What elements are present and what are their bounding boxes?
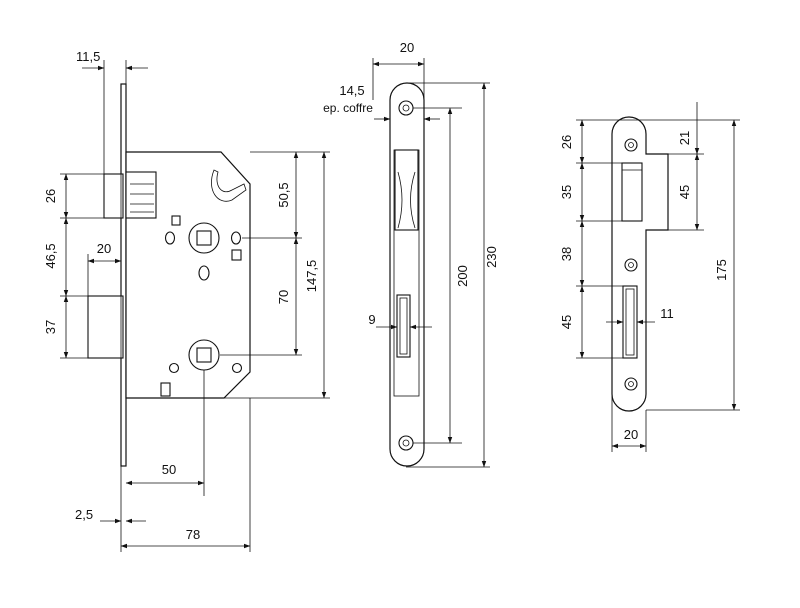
strike-bolt-opening xyxy=(622,285,638,359)
ep-coffre-label: ep. coffre xyxy=(323,101,373,115)
latch xyxy=(103,171,157,219)
dim-strike-latch-opening: 35 xyxy=(559,185,574,199)
screw-hole xyxy=(168,362,180,374)
strike-screw-bottom xyxy=(624,377,638,391)
dim-strike-total-height: 175 xyxy=(714,259,729,281)
forend-view: 20 14,5 ep. coffre 9 200 230 xyxy=(323,40,499,468)
screw-hole xyxy=(231,362,243,374)
dim-body-depth: 78 xyxy=(186,527,200,542)
dim-bolt-projection: 20 xyxy=(97,241,111,256)
dim-forend-length: 230 xyxy=(484,246,499,268)
small-square xyxy=(231,249,242,261)
dim-strike-top-offset: 26 xyxy=(559,135,574,149)
dim-body-height: 147,5 xyxy=(304,260,319,293)
small-square xyxy=(171,215,181,226)
screw-hole xyxy=(198,265,210,281)
dim-strike-lip-height: 45 xyxy=(677,185,692,199)
dim-bolt-height: 37 xyxy=(43,320,58,334)
dim-strike-bolt-gap: 11 xyxy=(660,306,674,321)
dim-latch-gap: 9 xyxy=(368,312,375,327)
small-mark xyxy=(160,382,171,397)
tail-slot xyxy=(211,169,247,202)
lock-case xyxy=(125,151,251,399)
screw-hole xyxy=(164,231,176,245)
screw-hole xyxy=(230,231,242,245)
screw-bottom xyxy=(398,435,414,451)
dim-screw-distance: 200 xyxy=(455,265,470,287)
dim-backset: 50 xyxy=(162,462,176,477)
strike-plate-view: 26 35 38 45 21 45 175 11 20 xyxy=(559,102,740,452)
bolt-opening xyxy=(396,294,411,358)
screw-top xyxy=(398,100,414,116)
dim-follower-to-center: 50,5 xyxy=(276,182,291,207)
dim-plate-thickness: 2,5 xyxy=(75,507,93,522)
faceplate xyxy=(120,83,127,467)
deadbolt xyxy=(87,295,124,359)
strike-latch-opening xyxy=(621,162,643,222)
dim-plate-offset: 11,5 xyxy=(76,49,100,64)
strike-screw-mid xyxy=(624,258,638,272)
dim-follower-to-key: 70 xyxy=(276,290,291,304)
strike-screw-top xyxy=(624,138,638,152)
dim-strike-width: 20 xyxy=(624,427,638,442)
dim-forend-width: 20 xyxy=(400,40,414,55)
follower-spindle xyxy=(188,222,220,254)
dim-latch-height: 26 xyxy=(43,189,58,203)
strike-plate xyxy=(611,116,669,412)
dim-strike-bolt-opening: 45 xyxy=(559,315,574,329)
lock-body-view: 11,5 26 46,5 37 20 50,5 70 147,5 50 2,5 … xyxy=(43,49,330,552)
dim-strike-lip-top: 21 xyxy=(677,131,692,145)
dim-screw-inset: 14,5 xyxy=(339,83,364,98)
dim-strike-gap: 38 xyxy=(559,247,574,261)
latch-opening xyxy=(394,149,419,231)
dim-bolt-offset: 46,5 xyxy=(43,243,58,268)
lower-spindle xyxy=(188,339,220,371)
